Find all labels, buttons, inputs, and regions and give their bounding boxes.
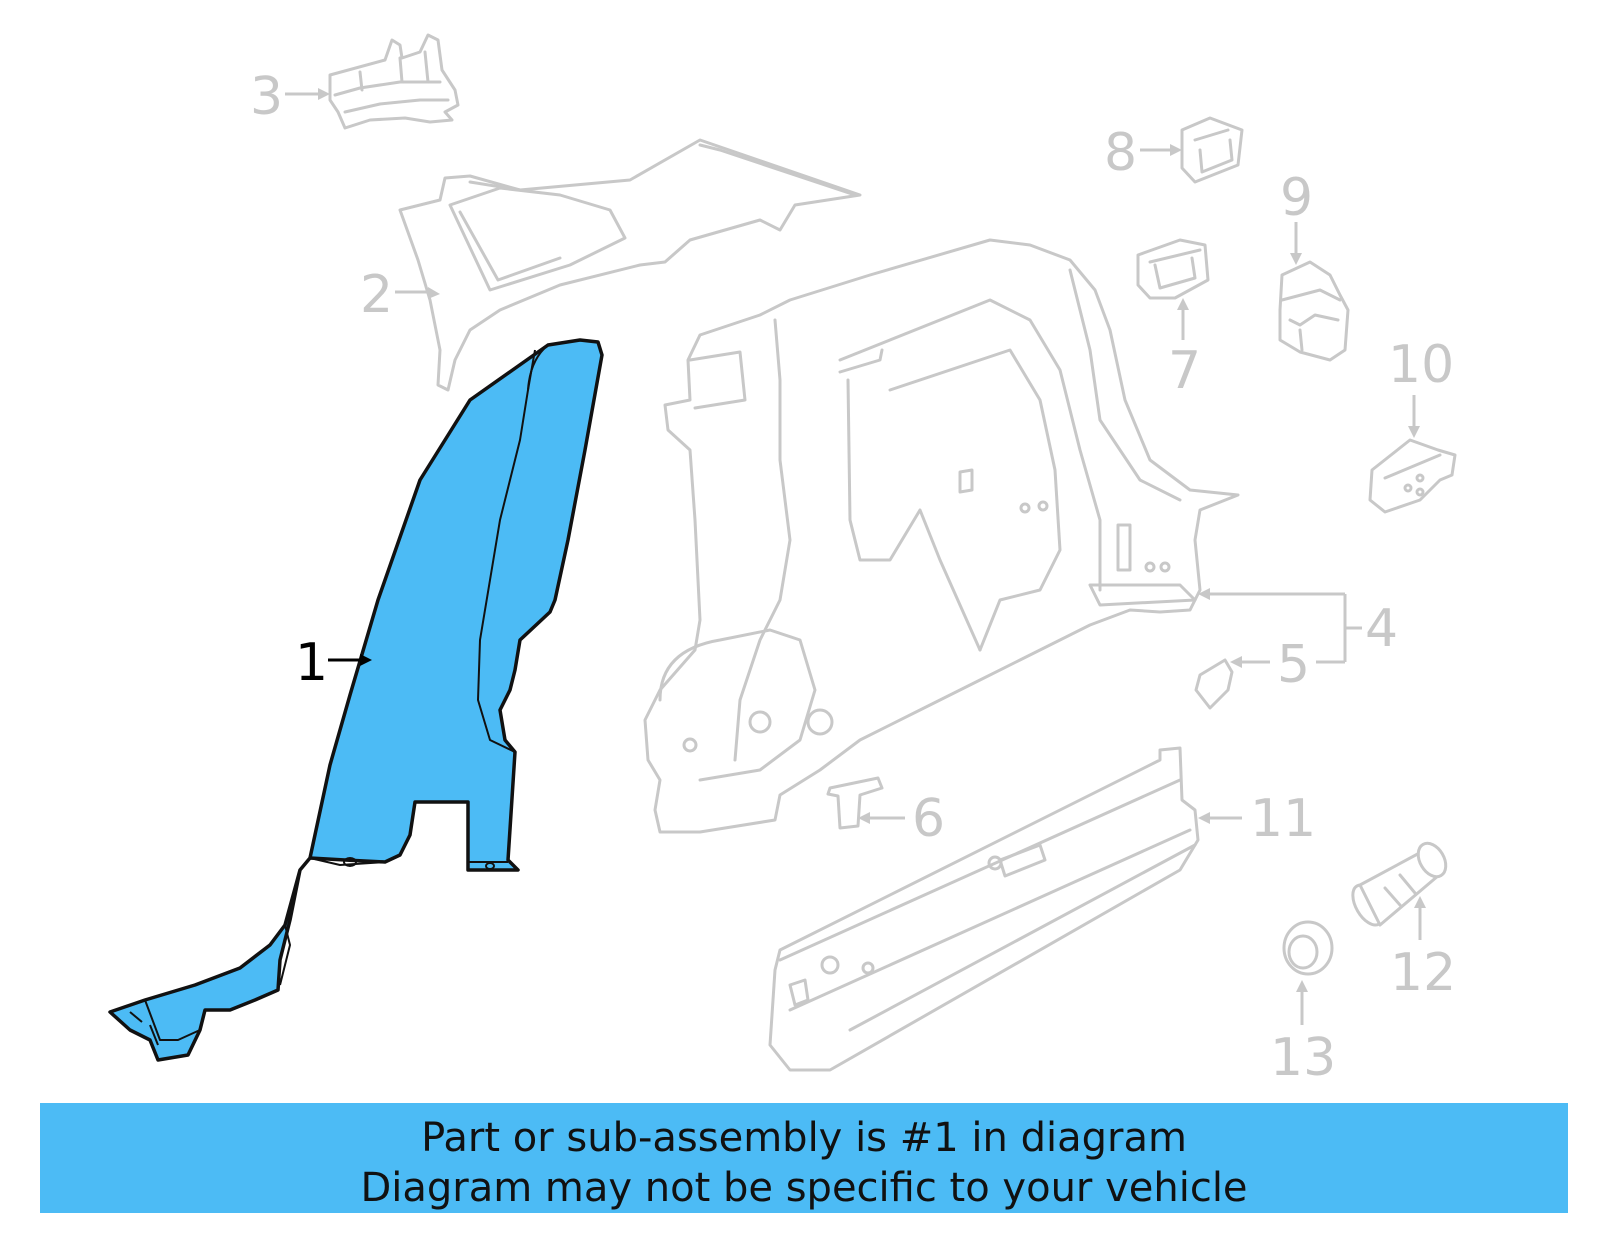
part-12-bumper[interactable] (1347, 838, 1452, 930)
callout-8[interactable]: 8 (1104, 123, 1137, 183)
callout-9[interactable]: 9 (1280, 168, 1313, 228)
part-2-quarter-trim[interactable] (398, 138, 862, 392)
part-7-bracket[interactable] (1136, 238, 1210, 300)
part-4-quarter-inner-panel[interactable] (643, 238, 1240, 834)
part-13-grommet[interactable] (1282, 920, 1334, 976)
callout-2[interactable]: 2 (360, 265, 393, 325)
banner-line-disclaimer: Diagram may not be specific to your vehi… (360, 1165, 1248, 1211)
info-banner: Part or sub-assembly is #1 in diagram Di… (40, 1103, 1568, 1213)
callout-11[interactable]: 11 (1250, 789, 1316, 849)
callout-3[interactable]: 3 (250, 67, 283, 127)
part-1-pillar-trim-highlighted[interactable] (108, 338, 604, 1062)
part-8-bracket[interactable] (1180, 116, 1244, 184)
callout-10[interactable]: 10 (1388, 335, 1454, 395)
part-5-plug[interactable] (1194, 658, 1234, 710)
callout-5[interactable]: 5 (1277, 635, 1310, 695)
callout-12[interactable]: 12 (1390, 943, 1456, 1003)
callout-4[interactable]: 4 (1365, 599, 1398, 659)
callout-1[interactable]: 1 (295, 633, 328, 693)
parts-diagram: 1 2 3 4 5 6 7 8 9 10 11 12 13 (108, 33, 1457, 1088)
callout-13[interactable]: 13 (1270, 1028, 1336, 1088)
callout-6[interactable]: 6 (912, 789, 945, 849)
part-10-bracket[interactable] (1368, 438, 1457, 514)
part-11-rocker-reinforcement[interactable] (768, 746, 1200, 1072)
part-6-clip[interactable] (826, 776, 884, 830)
banner-line-part-number: Part or sub-assembly is #1 in diagram (421, 1115, 1187, 1161)
part-3-bracket[interactable] (328, 33, 460, 130)
part-9-bracket[interactable] (1278, 260, 1350, 362)
callout-7[interactable]: 7 (1168, 341, 1201, 401)
